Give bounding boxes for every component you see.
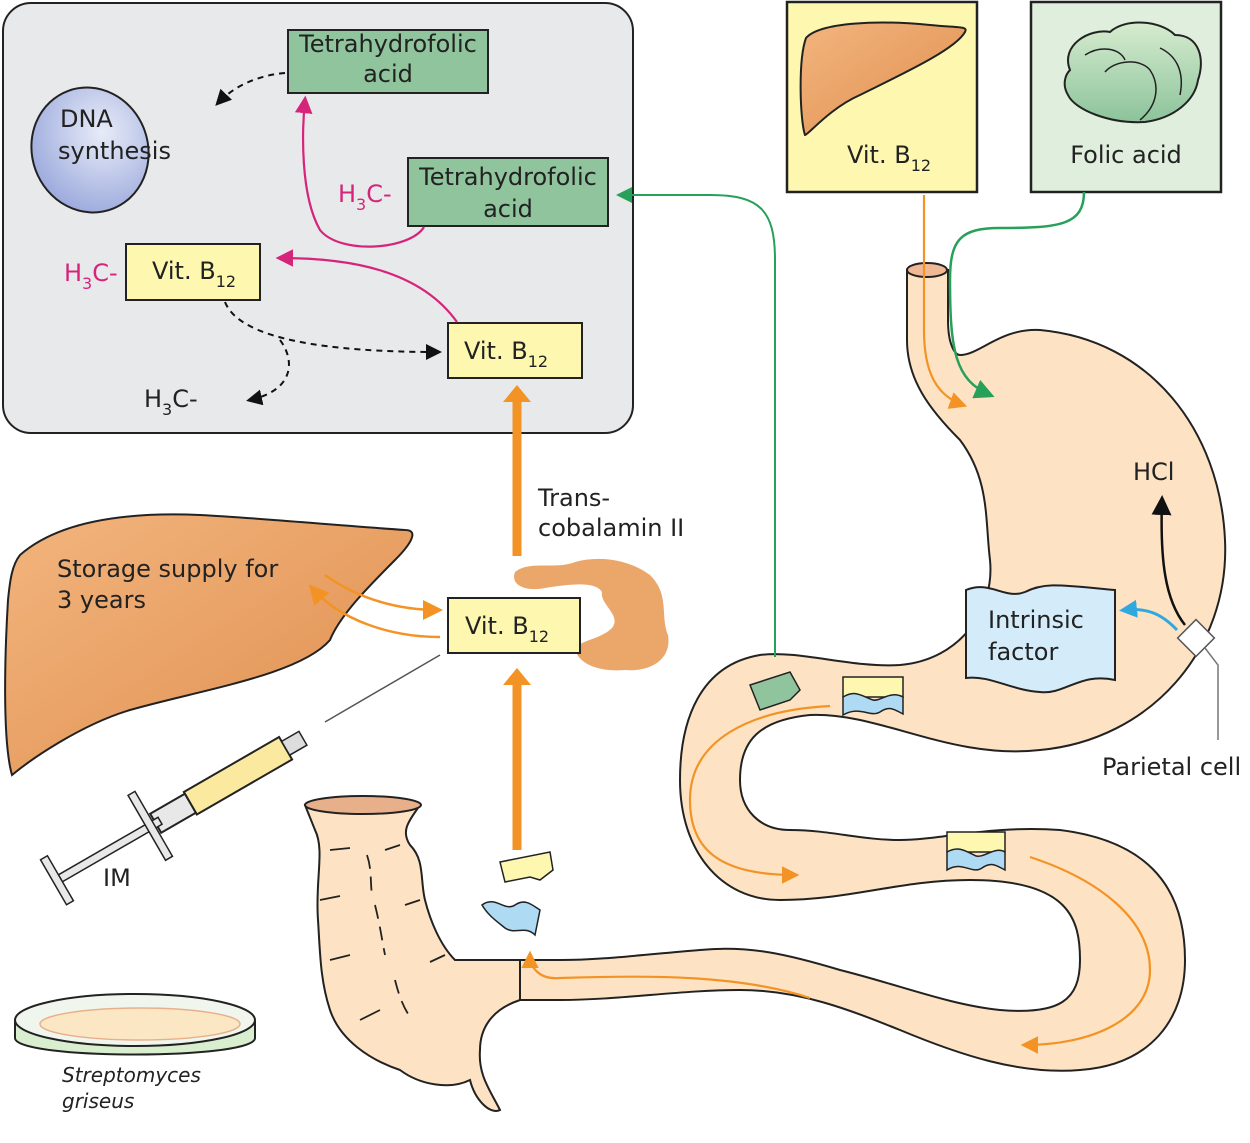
b12-source-label: Vit. B12 [847,141,931,175]
folate-particle [749,671,801,711]
b12-ingestion-arrow [922,195,968,409]
dna-label-line2: synthesis [58,137,171,165]
transcobalamin-protein-icon [514,558,669,671]
liver-storage-line2: 3 years [57,586,146,614]
methyl-b12-label: Vit. B12 [152,257,236,291]
intrinsic-factor-secretion-arrow [1119,599,1179,632]
methyl-b12-prefix: H3C- [64,259,118,293]
methyl-thf-prefix: H3C- [338,180,392,214]
b12-blood-label: Vit. B12 [465,612,549,646]
dna-label-line1: DNA [60,105,113,133]
hcl-label: HCl [1133,458,1174,486]
esophagus-opening [906,262,948,278]
parietal-cell-leader-line [1204,647,1219,740]
intrinsic-factor-line2: factor [988,638,1058,666]
intestine-flow-arrow-1 [688,704,831,884]
colon-icon [303,795,521,1112]
liver-icon [799,21,967,137]
thf-top-line1: Tetrahydrofolic [298,30,477,58]
transcobalamin-label-line1: Trans- [537,484,610,512]
released-methyl-label: H3C- [144,385,198,419]
parietal-cell-label: Parietal cell [1102,753,1241,781]
methyl-thf-line1: Tetrahydrofolic [418,163,597,191]
liver-storage-line1: Storage supply for [57,555,278,583]
thf-top-line2: acid [363,60,413,88]
intrinsic-factor-line1: Intrinsic [988,606,1084,634]
im-label: IM [103,864,131,892]
cell-panel: DNA synthesis Tetrahydrofolic acid Tetra… [2,2,634,434]
methyl-thf-box: Tetrahydrofolic acid H3C- [338,157,609,227]
methyl-release-arrow [246,339,290,406]
b12-regeneration-arrow [224,301,442,360]
cabbage-icon [1063,21,1202,124]
intestine-flow-arrow-2 [1020,855,1152,1054]
absorption-arrowhead [503,668,531,685]
folate-transport-arrow [616,187,776,657]
culture-label-line2: griseus [62,1089,134,1113]
culture-label-line1: Streptomyces [62,1063,201,1087]
petri-dish-icon [14,993,256,1056]
b12-blood-box: Vit. B12 [447,597,581,654]
methyl-transfer-b12-arrow [275,249,458,323]
thf-box-top: Tetrahydrofolic acid [287,29,489,94]
hcl-secretion-arrow [1151,495,1186,626]
stomach-intestine-shape [519,269,1227,1072]
transcobalamin-arrowhead [503,385,531,402]
intrinsic-factor-node: Intrinsic factor [965,584,1116,694]
b12-if-complex-1 [842,676,904,717]
liver-storage-icon [4,513,414,777]
from-liver-storage-arrow [308,584,441,639]
intrinsic-factor-particle [481,901,541,937]
dna-synthesis-node: DNA synthesis [30,86,171,214]
parietal-cell-icon [1176,618,1216,658]
b12-particle [499,851,554,883]
folate-ingestion-arrow [948,191,1086,399]
b12-if-complex-2 [946,831,1006,872]
methyl-b12-box: Vit. B12 H3C- [64,243,261,301]
to-liver-storage-arrow [324,573,443,620]
b12-cell-label: Vit. B12 [464,337,548,371]
thf-to-dna-arrow [215,72,286,106]
b12-cell-box: Vit. B12 [447,322,583,379]
methyl-thf-line2: acid [483,195,533,223]
transcobalamin-label-line2: cobalamin II [538,514,684,542]
ileum-absorption-arrow [521,950,811,1000]
syringe-icon [39,654,441,906]
folic-acid-food-source: Folic acid [1029,0,1223,194]
b12-food-source: Vit. B12 [785,0,979,194]
folic-acid-label: Folic acid [1070,141,1182,169]
methyl-transfer-thf-arrow [294,95,425,248]
gastrointestinal-tract: HCl Parietal cell Intrinsic factor [303,191,1241,1112]
